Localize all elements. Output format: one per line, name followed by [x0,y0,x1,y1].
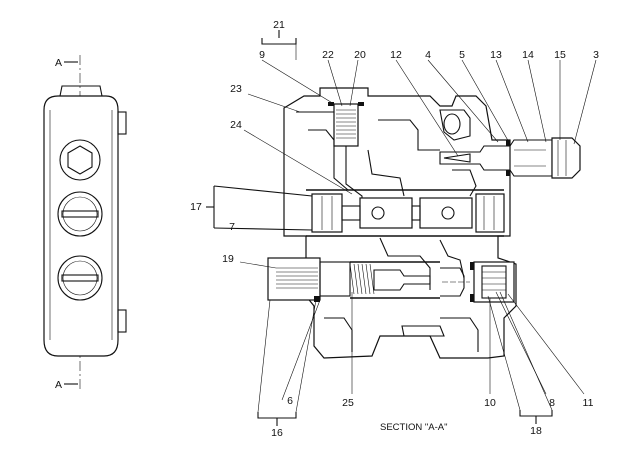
callout-labels: 21 9 22 20 12 4 5 13 14 15 3 23 24 17 7 … [190,19,599,439]
callout-19: 19 [222,253,234,265]
section-caption: SECTION "A-A" [380,422,447,433]
callout-3: 3 [593,49,599,61]
callout-12: 12 [390,49,402,61]
section-marker-top: A [55,57,62,69]
callout-13: 13 [490,49,502,61]
spring-25 [349,263,375,295]
section-marker-bottom: A [55,379,62,391]
callout-4: 4 [425,49,431,61]
callout-25: 25 [342,397,354,409]
callout-5: 5 [459,49,465,61]
callout-15: 15 [554,49,566,61]
callout-18: 18 [530,425,542,437]
callout-14: 14 [522,49,534,61]
callout-8: 8 [549,397,555,409]
callout-24: 24 [230,119,242,131]
top-plug-threads [336,109,356,139]
callout-21: 21 [273,19,285,31]
callout-17: 17 [190,201,202,213]
cartridge-threads [276,267,318,289]
side-view: A A [43,55,127,392]
callout-7: 7 [229,221,235,233]
callout-16: 16 [271,427,283,439]
callout-6: 6 [287,395,293,407]
section-view [206,30,597,426]
callout-20: 20 [354,49,366,61]
callout-23: 23 [230,83,242,95]
callout-9: 9 [259,49,265,61]
callout-10: 10 [484,397,496,409]
callout-22: 22 [322,49,334,61]
callout-11: 11 [583,397,594,409]
